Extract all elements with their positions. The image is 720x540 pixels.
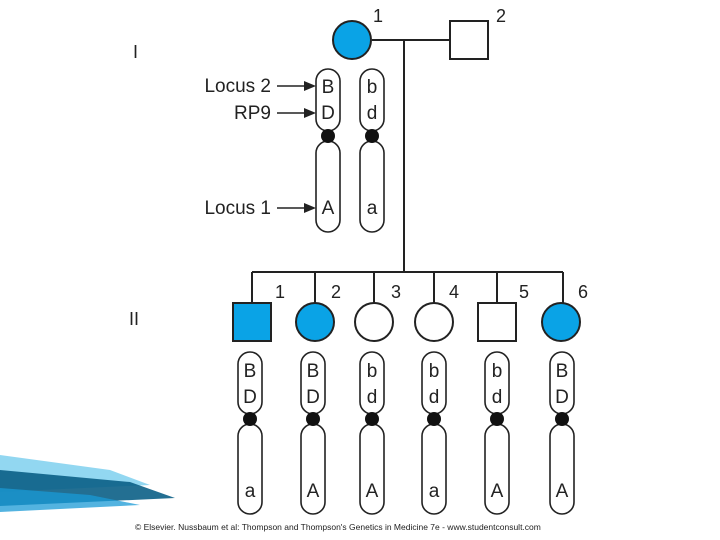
centromere xyxy=(321,129,335,143)
credit-text: © Elsevier. Nussbaum et al: Thompson and… xyxy=(135,522,541,532)
generation-label-I: I xyxy=(133,42,138,62)
allele-locus-2: b xyxy=(367,77,378,98)
allele-locus-2: b xyxy=(429,361,440,382)
child-number: 2 xyxy=(331,282,341,302)
allele-locus-2: B xyxy=(244,361,257,382)
parent-mother-number: 1 xyxy=(373,6,383,26)
allele-locus-1: a xyxy=(245,481,256,502)
child-symbol-male xyxy=(232,302,272,342)
arrowhead-locus-2 xyxy=(304,81,316,91)
parent-chromosome-1: B D A xyxy=(315,68,341,233)
parent-mother-symbol xyxy=(332,20,372,60)
allele-rp9: d xyxy=(492,387,503,408)
allele-locus-2: B xyxy=(556,361,569,382)
child-number: 3 xyxy=(391,282,401,302)
parent-father-number: 2 xyxy=(496,6,506,26)
parent-father-symbol xyxy=(449,20,489,60)
decorative-ribbon xyxy=(0,455,175,512)
child-2: 2 B D A xyxy=(295,272,341,515)
allele-locus-2: b xyxy=(367,361,378,382)
centromere xyxy=(243,412,257,426)
child-symbol-male xyxy=(477,302,517,342)
centromere xyxy=(365,129,379,143)
child-symbol-female xyxy=(541,302,581,342)
allele-rp9: D xyxy=(243,387,257,408)
child-5: 5 b d A xyxy=(477,272,529,515)
child-number: 5 xyxy=(519,282,529,302)
allele-locus-1: a xyxy=(429,481,440,502)
parent-chromosome-2: b d a xyxy=(359,68,385,233)
centromere xyxy=(555,412,569,426)
child-symbol-female xyxy=(295,302,335,342)
centromere xyxy=(365,412,379,426)
arrowhead-rp9 xyxy=(304,108,316,118)
allele-rp9: d xyxy=(367,387,378,408)
locus-labels: Locus 2 RP9 Locus 1 xyxy=(204,76,316,219)
centromere xyxy=(306,412,320,426)
label-locus-2: Locus 2 xyxy=(204,76,271,97)
allele-locus-2: b xyxy=(492,361,503,382)
generation-label-II: II xyxy=(129,309,139,329)
child-6: 6 B D A xyxy=(541,272,588,515)
child-number: 4 xyxy=(449,282,459,302)
child-1: 1 B D a xyxy=(232,272,285,515)
child-3: 3 b d A xyxy=(354,272,401,515)
allele-rp9: D xyxy=(306,387,320,408)
allele-locus-1: A xyxy=(307,481,320,502)
label-rp9: RP9 xyxy=(234,103,271,124)
allele-rp9: d xyxy=(367,103,378,124)
allele-rp9: D xyxy=(321,103,335,124)
allele-locus-2: B xyxy=(307,361,320,382)
allele-rp9: D xyxy=(555,387,569,408)
child-symbol-female xyxy=(414,302,454,342)
allele-rp9: d xyxy=(429,387,440,408)
centromere xyxy=(427,412,441,426)
credit-bar xyxy=(130,518,590,534)
allele-locus-1: A xyxy=(556,481,569,502)
allele-locus-1: a xyxy=(367,198,378,219)
child-symbol-female xyxy=(354,302,394,342)
child-number: 1 xyxy=(275,282,285,302)
child-4: 4 b d a xyxy=(414,272,459,515)
allele-locus-1: A xyxy=(366,481,379,502)
allele-locus-1: A xyxy=(322,198,335,219)
centromere xyxy=(490,412,504,426)
allele-locus-2: B xyxy=(322,77,335,98)
arrowhead-locus-1 xyxy=(304,203,316,213)
label-locus-1: Locus 1 xyxy=(204,198,271,219)
allele-locus-1: A xyxy=(491,481,504,502)
child-number: 6 xyxy=(578,282,588,302)
